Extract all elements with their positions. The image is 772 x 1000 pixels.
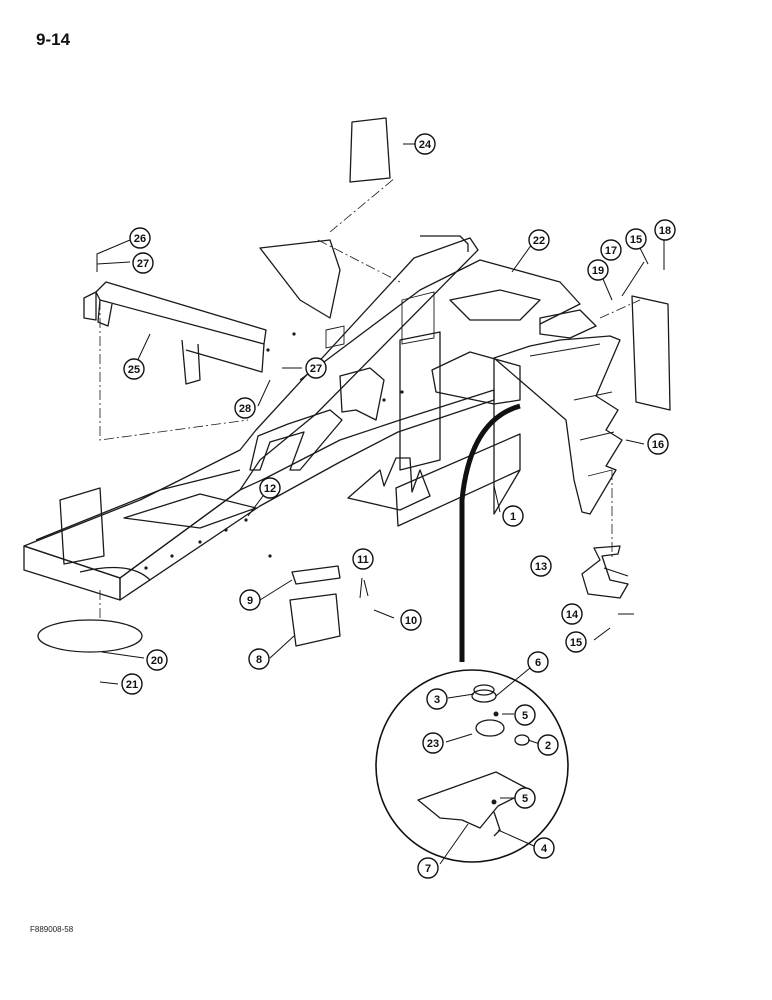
svg-text:18: 18 — [659, 225, 671, 237]
svg-text:11: 11 — [357, 554, 369, 566]
svg-text:27: 27 — [137, 258, 149, 270]
callout-20: 20 — [146, 649, 168, 671]
svg-text:1: 1 — [510, 511, 516, 523]
svg-text:14: 14 — [566, 609, 579, 621]
callout-17: 17 — [600, 239, 622, 261]
callout-22: 22 — [528, 229, 550, 251]
callout-14: 14 — [561, 603, 583, 625]
callout-4: 4 — [533, 837, 555, 859]
svg-text:21: 21 — [126, 679, 138, 691]
svg-text:17: 17 — [605, 245, 617, 257]
part-9-step — [291, 565, 341, 585]
callout-5-upper: 5 — [514, 704, 536, 726]
callout-19: 19 — [587, 259, 609, 281]
svg-text:25: 25 — [128, 364, 140, 376]
svg-text:5: 5 — [522, 793, 528, 805]
callout-5-lower: 5 — [514, 787, 536, 809]
callout-15-lower: 15 — [565, 631, 587, 653]
svg-text:8: 8 — [256, 654, 262, 666]
callout-2: 2 — [537, 734, 559, 756]
svg-text:15: 15 — [630, 234, 642, 246]
callout-28: 28 — [234, 397, 256, 419]
figure-code: F889008-58 — [30, 925, 74, 934]
svg-text:7: 7 — [425, 863, 431, 875]
callout-27-lower: 27 — [305, 357, 327, 379]
svg-text:4: 4 — [541, 843, 548, 855]
callout-21: 21 — [121, 673, 143, 695]
page-number: 9-14 — [36, 30, 71, 49]
svg-text:22: 22 — [533, 235, 545, 247]
callout-25: 25 — [123, 358, 145, 380]
callout-13: 13 — [530, 555, 552, 577]
callout-15-upper: 15 — [625, 228, 647, 250]
callout-7: 7 — [417, 857, 439, 879]
svg-text:5: 5 — [522, 710, 528, 722]
part-20-floor-plate — [37, 619, 143, 653]
callout-6: 6 — [527, 651, 549, 673]
svg-text:15: 15 — [570, 637, 582, 649]
svg-text:16: 16 — [652, 439, 664, 451]
callout-9: 9 — [239, 589, 261, 611]
svg-text:13: 13 — [535, 561, 547, 573]
svg-text:2: 2 — [545, 740, 551, 752]
callout-8: 8 — [248, 648, 270, 670]
svg-text:28: 28 — [239, 403, 251, 415]
part-25-crossmember — [83, 281, 267, 385]
callout-26: 26 — [129, 227, 151, 249]
inset-detail — [375, 669, 569, 863]
callout-23: 23 — [422, 732, 444, 754]
callout-16: 16 — [647, 433, 669, 455]
svg-text:23: 23 — [427, 738, 439, 750]
svg-text:6: 6 — [535, 657, 541, 669]
svg-text:9: 9 — [247, 595, 253, 607]
callout-24: 24 — [414, 133, 436, 155]
callout-18: 18 — [654, 219, 676, 241]
callout-12: 12 — [259, 477, 281, 499]
callout-1: 1 — [502, 505, 524, 527]
leader-lines — [96, 143, 665, 865]
svg-text:26: 26 — [134, 233, 146, 245]
svg-text:27: 27 — [310, 363, 322, 375]
svg-text:3: 3 — [434, 694, 440, 706]
part-1-main-frame — [23, 235, 597, 601]
callout-11: 11 — [352, 548, 374, 570]
part-13-bracket — [581, 545, 629, 599]
part-8-step — [289, 593, 341, 647]
callout-27-upper: 27 — [132, 252, 154, 274]
part-24-panel — [329, 117, 396, 233]
svg-text:19: 19 — [592, 265, 604, 277]
svg-text:24: 24 — [419, 139, 432, 151]
svg-text:20: 20 — [151, 655, 163, 667]
callout-3: 3 — [426, 688, 448, 710]
svg-text:12: 12 — [264, 483, 276, 495]
svg-text:10: 10 — [405, 615, 417, 627]
part-step-assembly — [431, 335, 623, 515]
callout-10: 10 — [400, 609, 422, 631]
part-17-cover-plate — [631, 295, 671, 411]
